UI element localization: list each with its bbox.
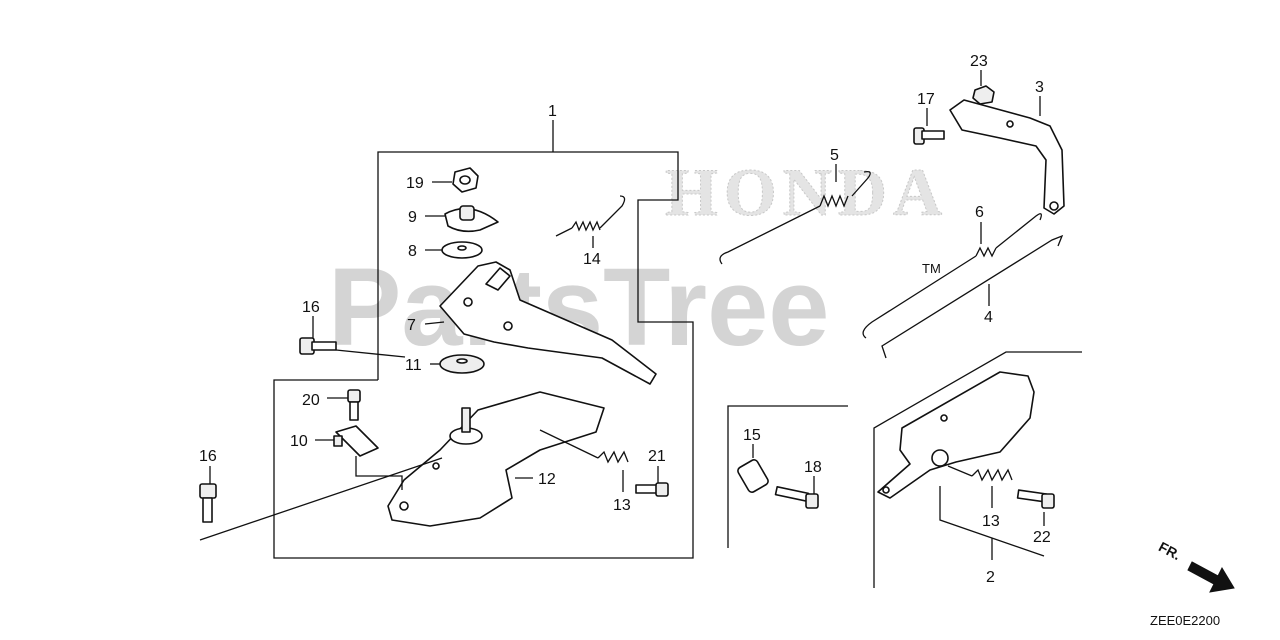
base-plate-part-12: [387, 391, 605, 527]
honda-watermark: HONDA: [665, 154, 948, 230]
diagram-code: ZEE0E2200: [1150, 613, 1220, 628]
nut-part-23: [972, 85, 995, 105]
callout-20: 20: [302, 392, 320, 409]
callout-11: 11: [405, 357, 422, 374]
callout-5: 5: [830, 147, 839, 164]
callout-19: 19: [406, 175, 424, 192]
callout-1: 1: [548, 103, 557, 120]
lever-bracket-part-3: [949, 99, 1065, 215]
spring-part-13-left: [539, 429, 629, 464]
cam-plate-part-9: [444, 205, 499, 233]
assembly-2-boundary: [873, 351, 1082, 588]
spring-rod-part-5: [719, 170, 871, 265]
leader-2-bracket: [939, 486, 1045, 557]
bolt-part-17: [913, 127, 945, 145]
box-15-18: [727, 405, 848, 548]
washer-part-8: [441, 241, 483, 259]
callout-2: 2: [986, 569, 995, 586]
callout-9: 9: [408, 209, 417, 226]
front-direction-label: FR.: [1156, 538, 1183, 563]
callout-23: 23: [970, 53, 988, 70]
callout-6: 6: [975, 204, 984, 221]
callout-10: 10: [290, 433, 308, 450]
bolt-part-21: [635, 482, 669, 497]
washer-part-11: [439, 354, 485, 374]
spring-part-13-right: [947, 465, 1013, 482]
front-direction-indicator: FR.: [1156, 538, 1235, 593]
leader-7: [424, 321, 445, 325]
nut-part-19: [452, 167, 479, 193]
callout-21: 21: [648, 448, 666, 465]
callout-12: 12: [538, 471, 556, 488]
callout-13-left: 13: [613, 497, 631, 514]
callout-18: 18: [804, 459, 822, 476]
callout-17: 17: [917, 91, 935, 108]
clip-part-10: [333, 425, 379, 457]
callout-8: 8: [408, 243, 417, 260]
spring-rod-part-6: [862, 213, 1042, 339]
callout-3: 3: [1035, 79, 1044, 96]
leader-16-upper-run: [335, 349, 406, 358]
bolt-part-22: [1016, 489, 1055, 509]
leader-10-bracket: [355, 456, 403, 490]
callout-13-right: 13: [982, 513, 1000, 530]
bolt-part-16-upper: [299, 337, 337, 355]
callout-14: 14: [583, 251, 601, 268]
leader-16-lower-run: [199, 457, 443, 541]
bolt-part-20: [347, 389, 361, 421]
callout-16-upper: 16: [302, 299, 320, 316]
trademark-mark: TM: [922, 261, 941, 276]
spring-part-14: [555, 195, 626, 237]
rod-part-4: [881, 234, 1064, 359]
bolt-part-18: [774, 485, 819, 509]
governor-arm-part-7: [439, 261, 657, 385]
collar-part-15: [737, 459, 769, 493]
bolt-part-16-lower: [199, 483, 217, 523]
callout-16-lower: 16: [199, 448, 217, 465]
callout-7: 7: [407, 317, 416, 334]
callout-4: 4: [984, 309, 993, 326]
control-base-part-2: [877, 371, 1035, 499]
front-direction-arrow-icon: [1187, 561, 1235, 593]
assembly-1-boundary: [273, 151, 694, 559]
callout-22: 22: [1033, 529, 1051, 546]
callout-15: 15: [743, 427, 761, 444]
